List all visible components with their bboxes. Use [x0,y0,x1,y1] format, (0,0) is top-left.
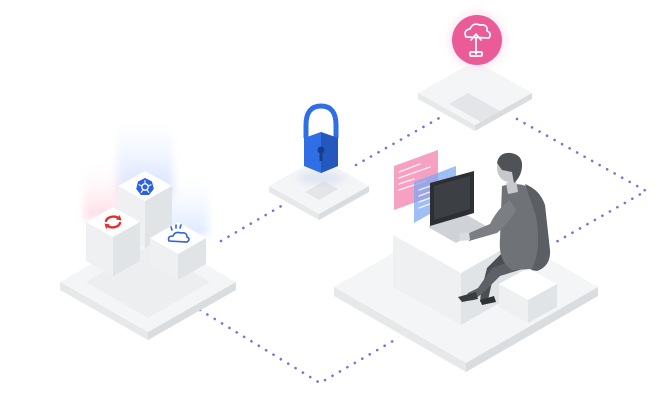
cloud-icon [167,224,190,243]
stool [499,268,557,323]
connector-cluster-to-lock [219,203,285,243]
cloud-upload-badge [448,11,506,69]
connector-lock-to-cloud [354,115,443,167]
cloud-platform [418,61,532,131]
cloud-upload-icon [464,23,491,57]
security-platform [269,158,369,220]
connector-cluster-to-desk [198,308,395,385]
cloud-cube [150,222,206,280]
restart-cube [86,207,140,276]
connector-lines [198,115,649,385]
person [458,152,551,305]
restart-icon [104,215,122,229]
kubernetes-icon [136,178,154,195]
lock-icon [297,103,345,184]
laptop-icon [428,171,486,243]
